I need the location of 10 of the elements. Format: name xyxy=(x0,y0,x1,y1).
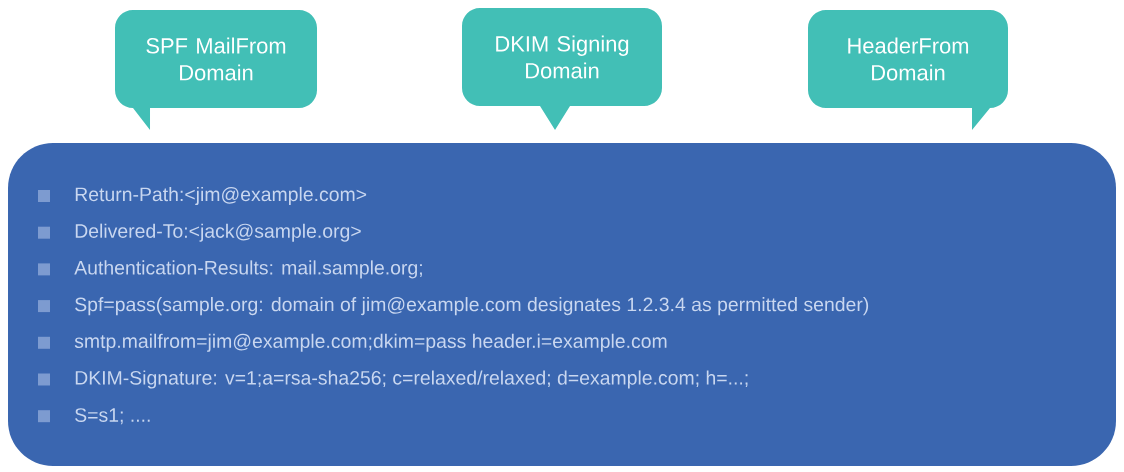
bullet-item: S=s1; .... xyxy=(38,408,150,425)
bullet-item: smtp.mailfrom=jim@example.com;dkim=pass header.i=example.com xyxy=(38,333,667,352)
bullet-item: Authentication-Results: mail.sample.org; xyxy=(38,260,422,279)
bullet-item: Return-Path:<jim@example.com> xyxy=(38,186,367,206)
bullet-item: DKIM-Signature: v=1;a=rsa-sha256; c=relaxed/relaxed; d=example.com; h=...; xyxy=(38,370,748,389)
bullet-item: Spf=pass(sample.org: domain of jim@example.com designates 1.2.3.4 as permitted sender) xyxy=(38,297,869,316)
speech-bubble: HeaderFrom Domain xyxy=(808,10,1008,130)
bullet-item: Delivered-To:<jack@sample.org> xyxy=(38,223,361,242)
speech-bubble: DKIM Signing Domain xyxy=(462,8,662,130)
speech-bubble: SPF MailFrom Domain xyxy=(115,10,317,130)
